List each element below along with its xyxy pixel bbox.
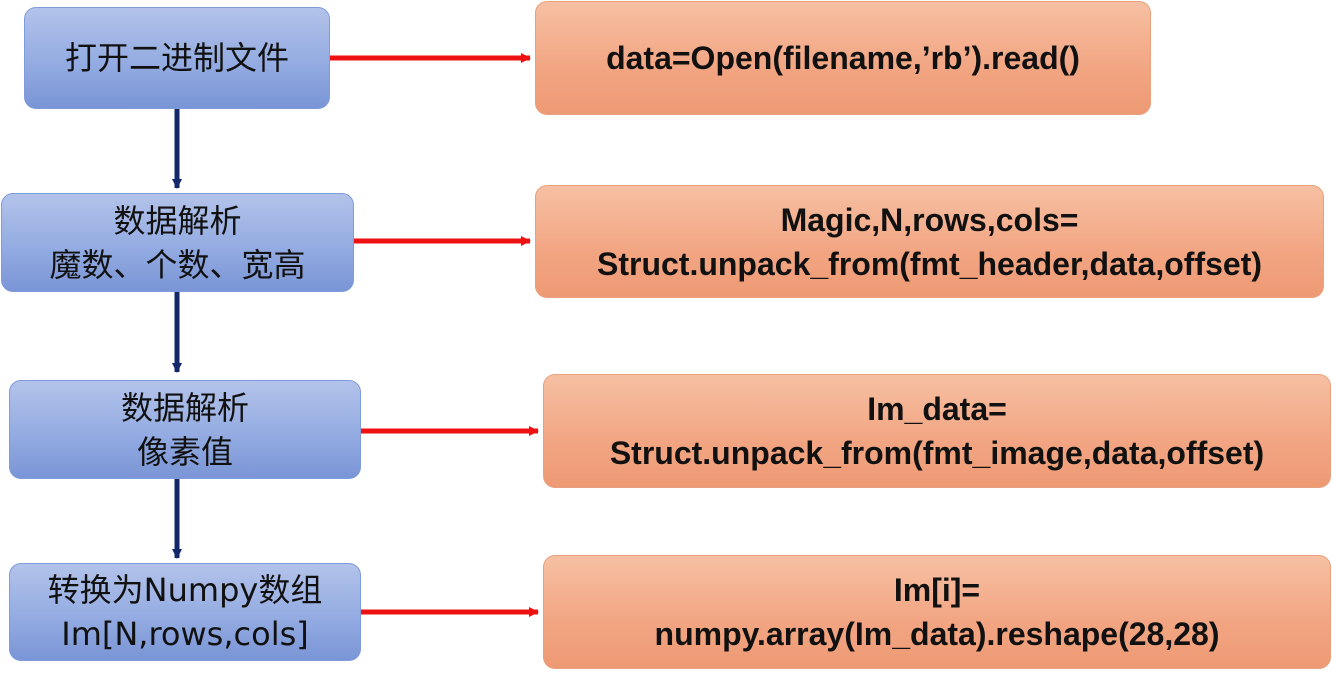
step-parse-header: 数据解析 魔数、个数、宽高 <box>1 193 354 292</box>
code-reshape-line-2: numpy.array(Im_data).reshape(28,28) <box>654 616 1220 652</box>
step-parse-pixels-detail: 像素值 <box>136 432 233 471</box>
code-reshape-line-1: Im[i]= <box>893 572 981 608</box>
step-convert-numpy-title: 转换为Numpy数组 <box>47 571 323 609</box>
step-parse-pixels: 数据解析 像素值 <box>9 380 361 479</box>
code-unpack-header-line-2: Struct.unpack_from(fmt_header,data,offse… <box>596 245 1262 282</box>
code-open-read-line: data=Open(filename,’rb’).read() <box>606 40 1080 76</box>
step-convert-numpy-detail: Im[N,rows,cols] <box>61 615 309 653</box>
code-unpack-image-line-2: Struct.unpack_from(fmt_image,data,offset… <box>609 435 1265 471</box>
code-unpack-header-line-1: Magic,N,rows,cols= <box>780 201 1079 238</box>
code-unpack-image: Im_data= Struct.unpack_from(fmt_image,da… <box>543 374 1331 488</box>
step-parse-header-title: 数据解析 <box>113 201 242 240</box>
step-open-file: 打开二进制文件 <box>24 7 330 109</box>
step-open-file-label: 打开二进制文件 <box>64 39 289 77</box>
code-unpack-image-line-1: Im_data= <box>867 391 1007 427</box>
code-open-read: data=Open(filename,’rb’).read() <box>535 1 1151 115</box>
code-unpack-header: Magic,N,rows,cols= Struct.unpack_from(fm… <box>535 185 1324 298</box>
step-parse-pixels-title: 数据解析 <box>120 388 249 427</box>
code-reshape: Im[i]= numpy.array(Im_data).reshape(28,2… <box>543 555 1331 669</box>
step-convert-numpy: 转换为Numpy数组 Im[N,rows,cols] <box>9 563 361 661</box>
step-parse-header-detail: 魔数、个数、宽高 <box>49 245 306 284</box>
